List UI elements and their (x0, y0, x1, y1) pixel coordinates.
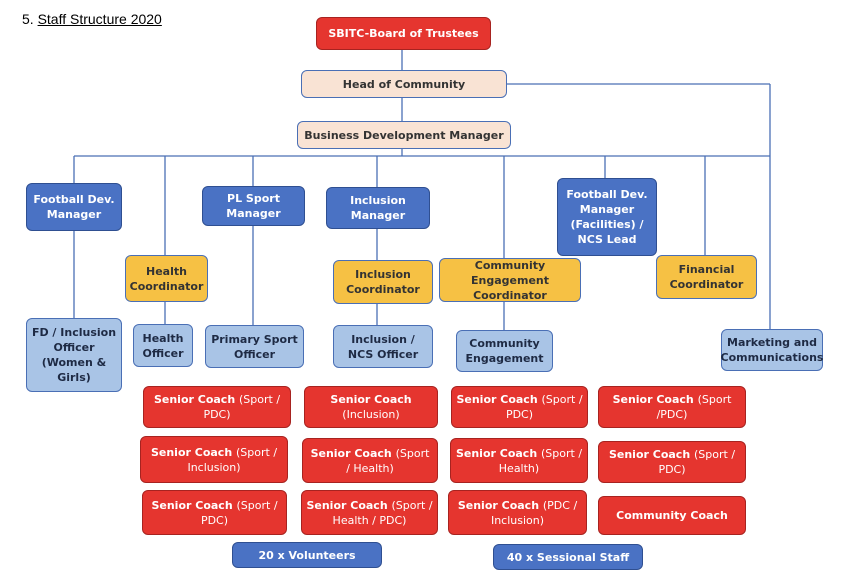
primary-sport-officer-box: Primary Sport Officer (205, 325, 304, 368)
football-dev-manager-box: Football Dev. Manager (26, 183, 122, 231)
marketing-communications-box: Marketing and Communications (721, 329, 823, 371)
football-dev-facilities-manager-box: Football Dev. Manager (Facilities) / NCS… (557, 178, 657, 256)
senior-coach-box: Senior Coach (Sport / Inclusion) (140, 436, 288, 483)
community-engagement-box: Community Engagement (456, 330, 553, 372)
inclusion-ncs-officer-box: Inclusion / NCS Officer (333, 325, 433, 368)
health-coordinator-box: Health Coordinator (125, 255, 208, 302)
inclusion-coordinator-box: Inclusion Coordinator (333, 260, 433, 304)
senior-coach-box: Senior Coach (Sport / Health / PDC) (301, 490, 438, 535)
page-heading: 5. Staff Structure 2020 (22, 11, 162, 27)
senior-coach-box: Senior Coach (Sport / PDC) (143, 386, 291, 428)
heading-number: 5. (22, 11, 34, 27)
senior-coach-box: Senior Coach(Inclusion) (304, 386, 438, 428)
business-development-manager-box: Business Development Manager (297, 121, 511, 149)
community-engagement-coordinator-box: Community Engagement Coordinator (439, 258, 581, 302)
senior-coach-box: Senior Coach (Sport /PDC) (598, 386, 746, 428)
heading-title: Staff Structure 2020 (37, 11, 162, 27)
senior-coach-box: Senior Coach (PDC / Inclusion) (448, 490, 587, 535)
senior-coach-box: Senior Coach (Sport / Health) (450, 438, 588, 483)
sessional-staff-box: 40 x Sessional Staff (493, 544, 643, 570)
community-coach-box: Community Coach (598, 496, 746, 535)
senior-coach-box: Senior Coach (Sport / PDC) (598, 441, 746, 483)
pl-sport-manager-box: PL Sport Manager (202, 186, 305, 226)
senior-coach-box: Senior Coach (Sport / Health) (302, 438, 438, 483)
health-officer-box: Health Officer (133, 324, 193, 367)
senior-coach-box: Senior Coach (Sport / PDC) (451, 386, 588, 428)
volunteers-box: 20 x Volunteers (232, 542, 382, 568)
senior-coach-box: Senior Coach (Sport / PDC) (142, 490, 287, 535)
board-of-trustees-box: SBITC-Board of Trustees (316, 17, 491, 50)
fd-inclusion-officer-box: FD / Inclusion Officer (Women & Girls) (26, 318, 122, 392)
inclusion-manager-box: Inclusion Manager (326, 187, 430, 229)
financial-coordinator-box: Financial Coordinator (656, 255, 757, 299)
head-of-community-box: Head of Community (301, 70, 507, 98)
